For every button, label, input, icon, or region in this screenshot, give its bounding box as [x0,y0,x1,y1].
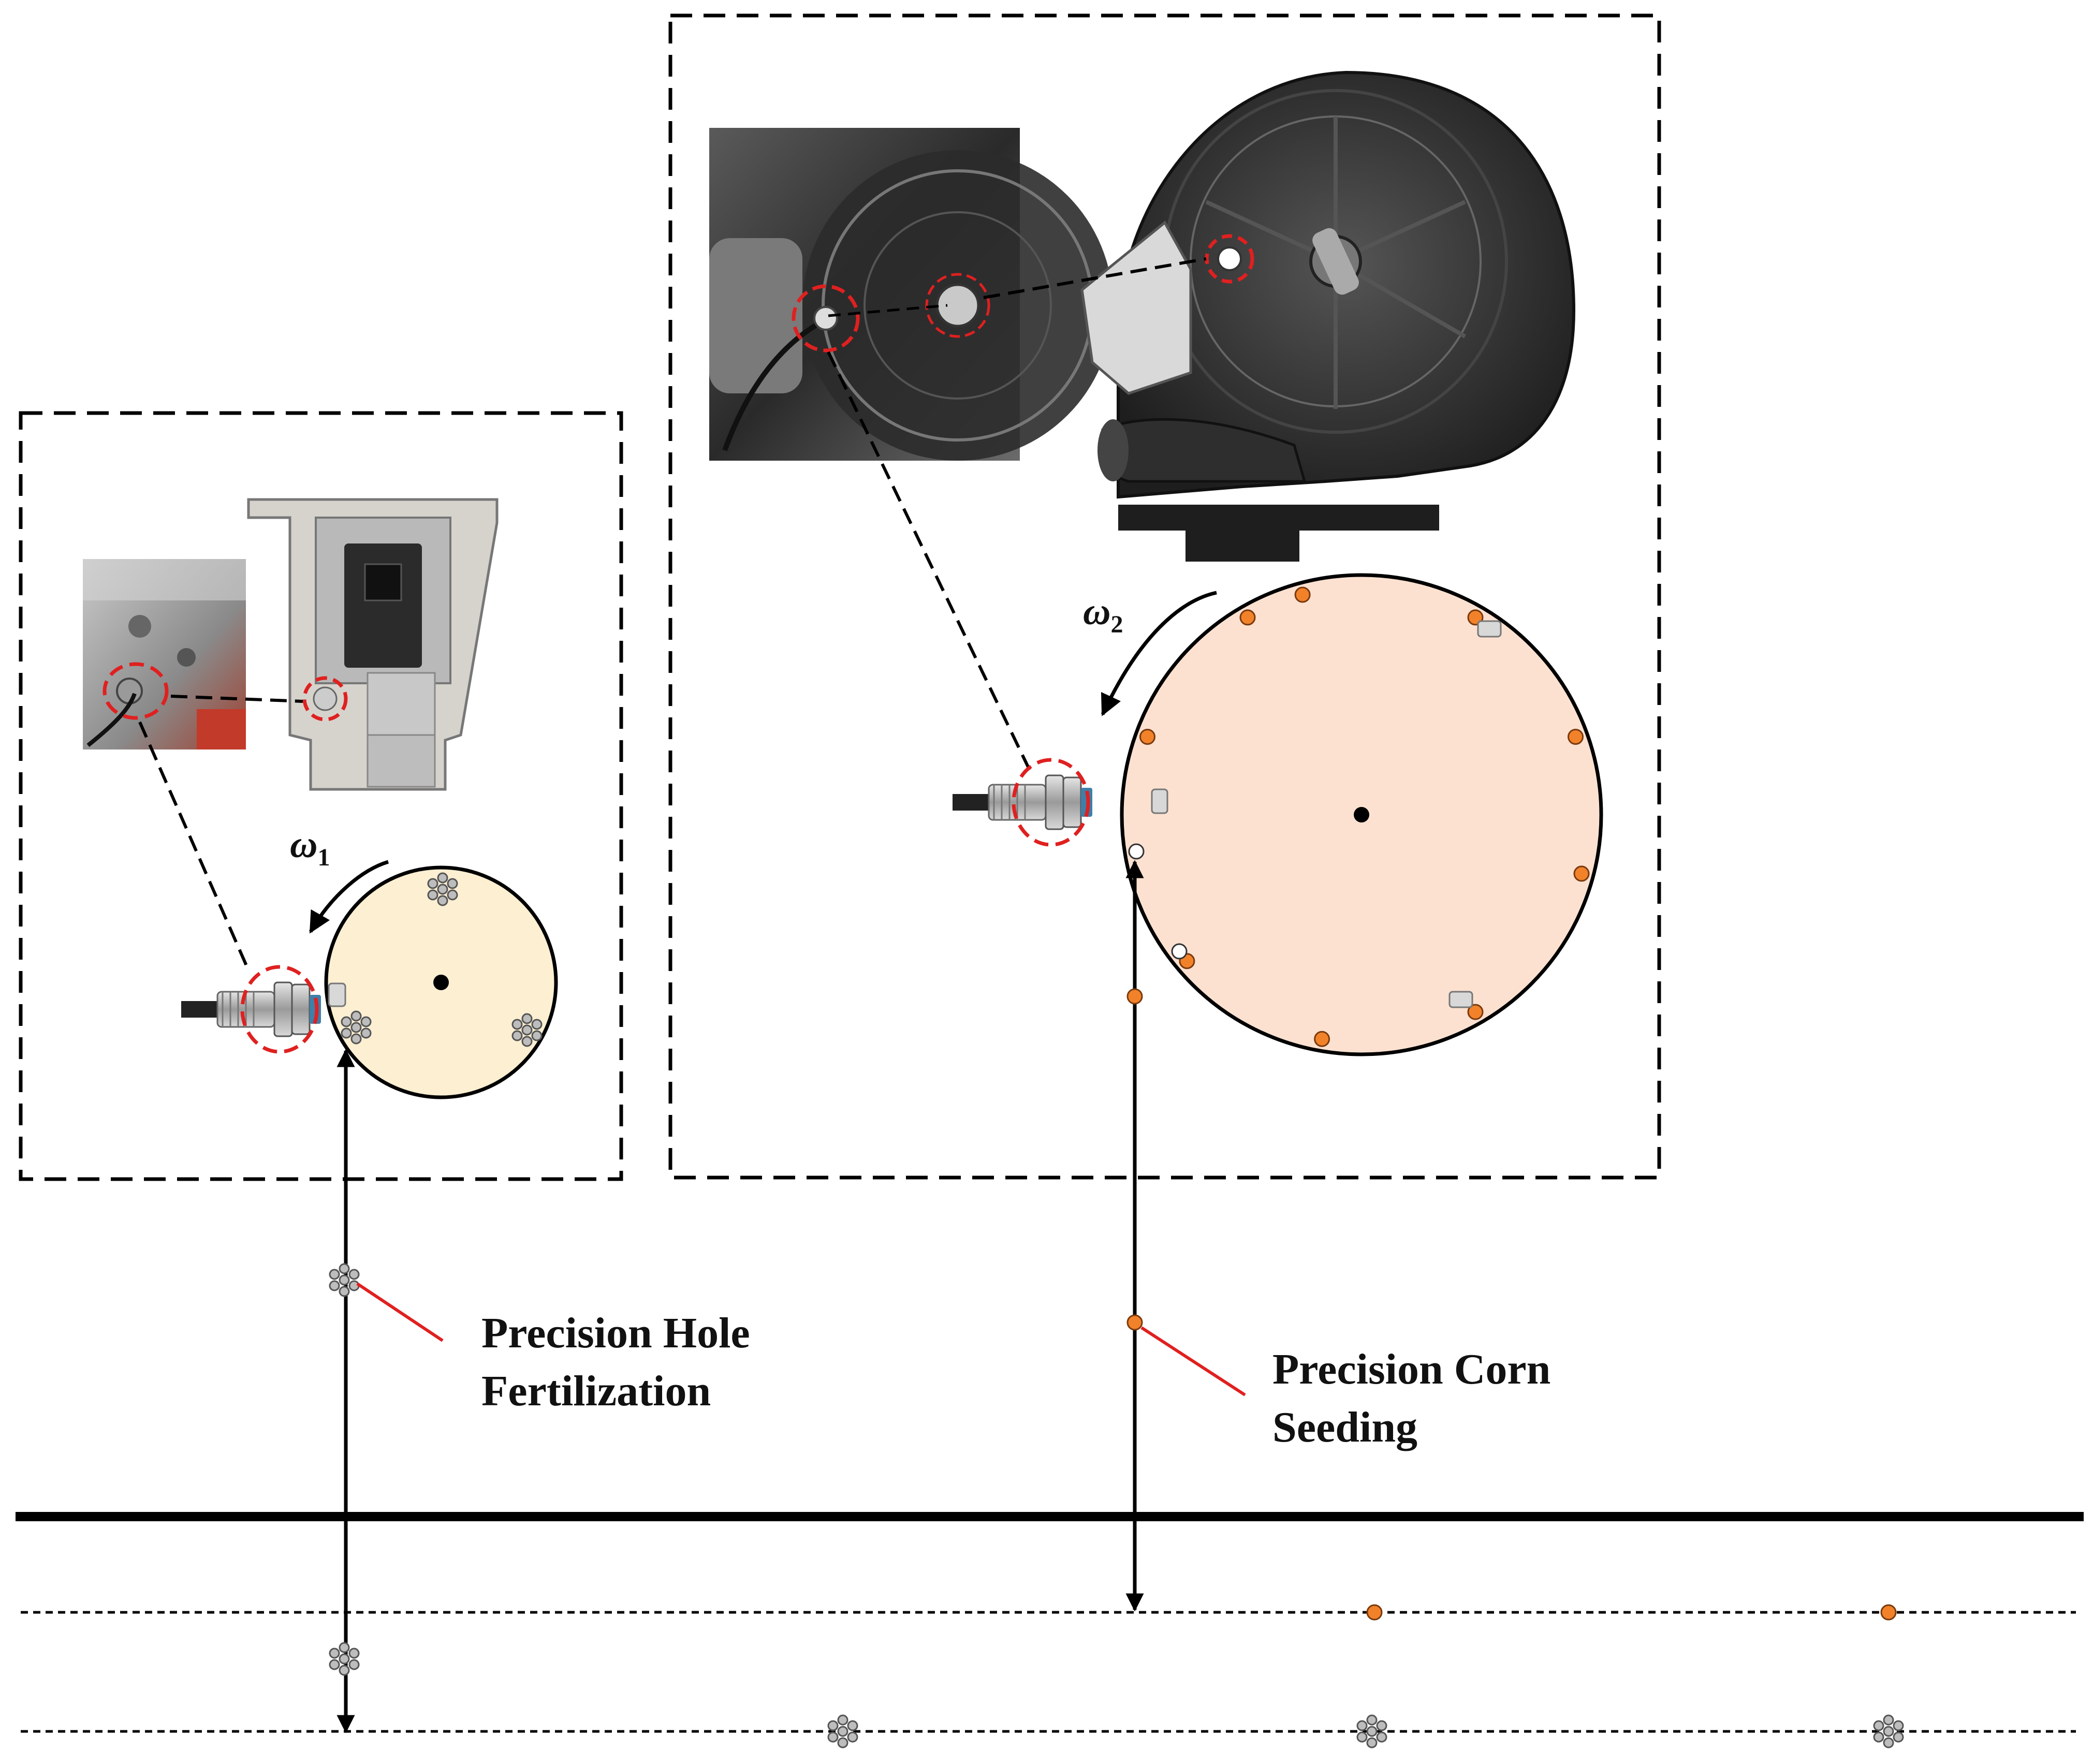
omega1-subscript: 1 [317,843,330,871]
seed-on-disc [1573,865,1590,882]
seed-on-disc [1139,729,1155,745]
seed-meter-link-line [983,257,1207,299]
seed-falling [1126,1314,1143,1331]
fertilization-label: Precision Hole Fertilization [481,1304,750,1420]
seed-in-soil [1880,1604,1897,1621]
seeding-label: Precision Corn Seeding [1272,1341,1550,1457]
seed-cell-empty [1171,943,1188,960]
fertilizer-link-line [170,695,303,703]
fertilizer-granule-falling [329,1263,360,1297]
omega2-subscript: 2 [1110,610,1123,638]
seed-in-soil [1366,1604,1383,1621]
fertilizer-device-photo [83,559,246,749]
seed-meter-cad [1080,70,1576,562]
proximity-sensor-icon [180,965,322,1054]
seed-meter-frame [668,13,1661,1180]
fertilizer-trigger-bolt [328,982,346,1007]
fertilizer-disc-center [433,975,449,990]
seed-disc-center [1354,807,1369,822]
fertilization-label-line2: Fertilization [481,1367,711,1415]
seeding-label-line2: Seeding [1272,1403,1418,1451]
omega1-symbol: ω [290,824,318,866]
seed-cell-empty [1128,843,1145,860]
seed-on-disc [1314,1031,1330,1047]
omega2-label: ω2 [1083,590,1123,639]
fertilizer-device-cad [247,498,499,791]
seed-falling [1126,988,1143,1005]
seed-sensor-pointer [827,351,1032,772]
seed-on-disc [1239,609,1256,626]
omega1-label: ω1 [290,823,330,872]
fertilizer-unit-frame [19,411,623,1181]
proximity-sensor-icon [952,758,1093,847]
seed-on-disc [1294,586,1311,603]
fertilization-leader-line [356,1282,444,1342]
omega2-rotation-arrow [1101,591,1217,716]
omega1-rotation-arrow [309,860,389,934]
fertilizer-sensor-pointer [138,721,249,969]
seed-on-disc [1467,1004,1484,1020]
seed-on-disc [1568,729,1584,745]
omega2-symbol: ω [1083,591,1111,633]
seeding-leader-line [1140,1326,1246,1396]
seed-meter-photo [709,128,1113,461]
seed-trigger-bolt [1151,620,1502,1008]
fertilization-label-line1: Precision Hole [481,1309,750,1357]
seeding-label-line1: Precision Corn [1272,1345,1551,1393]
fertilizer-granule-falling [329,1642,360,1676]
